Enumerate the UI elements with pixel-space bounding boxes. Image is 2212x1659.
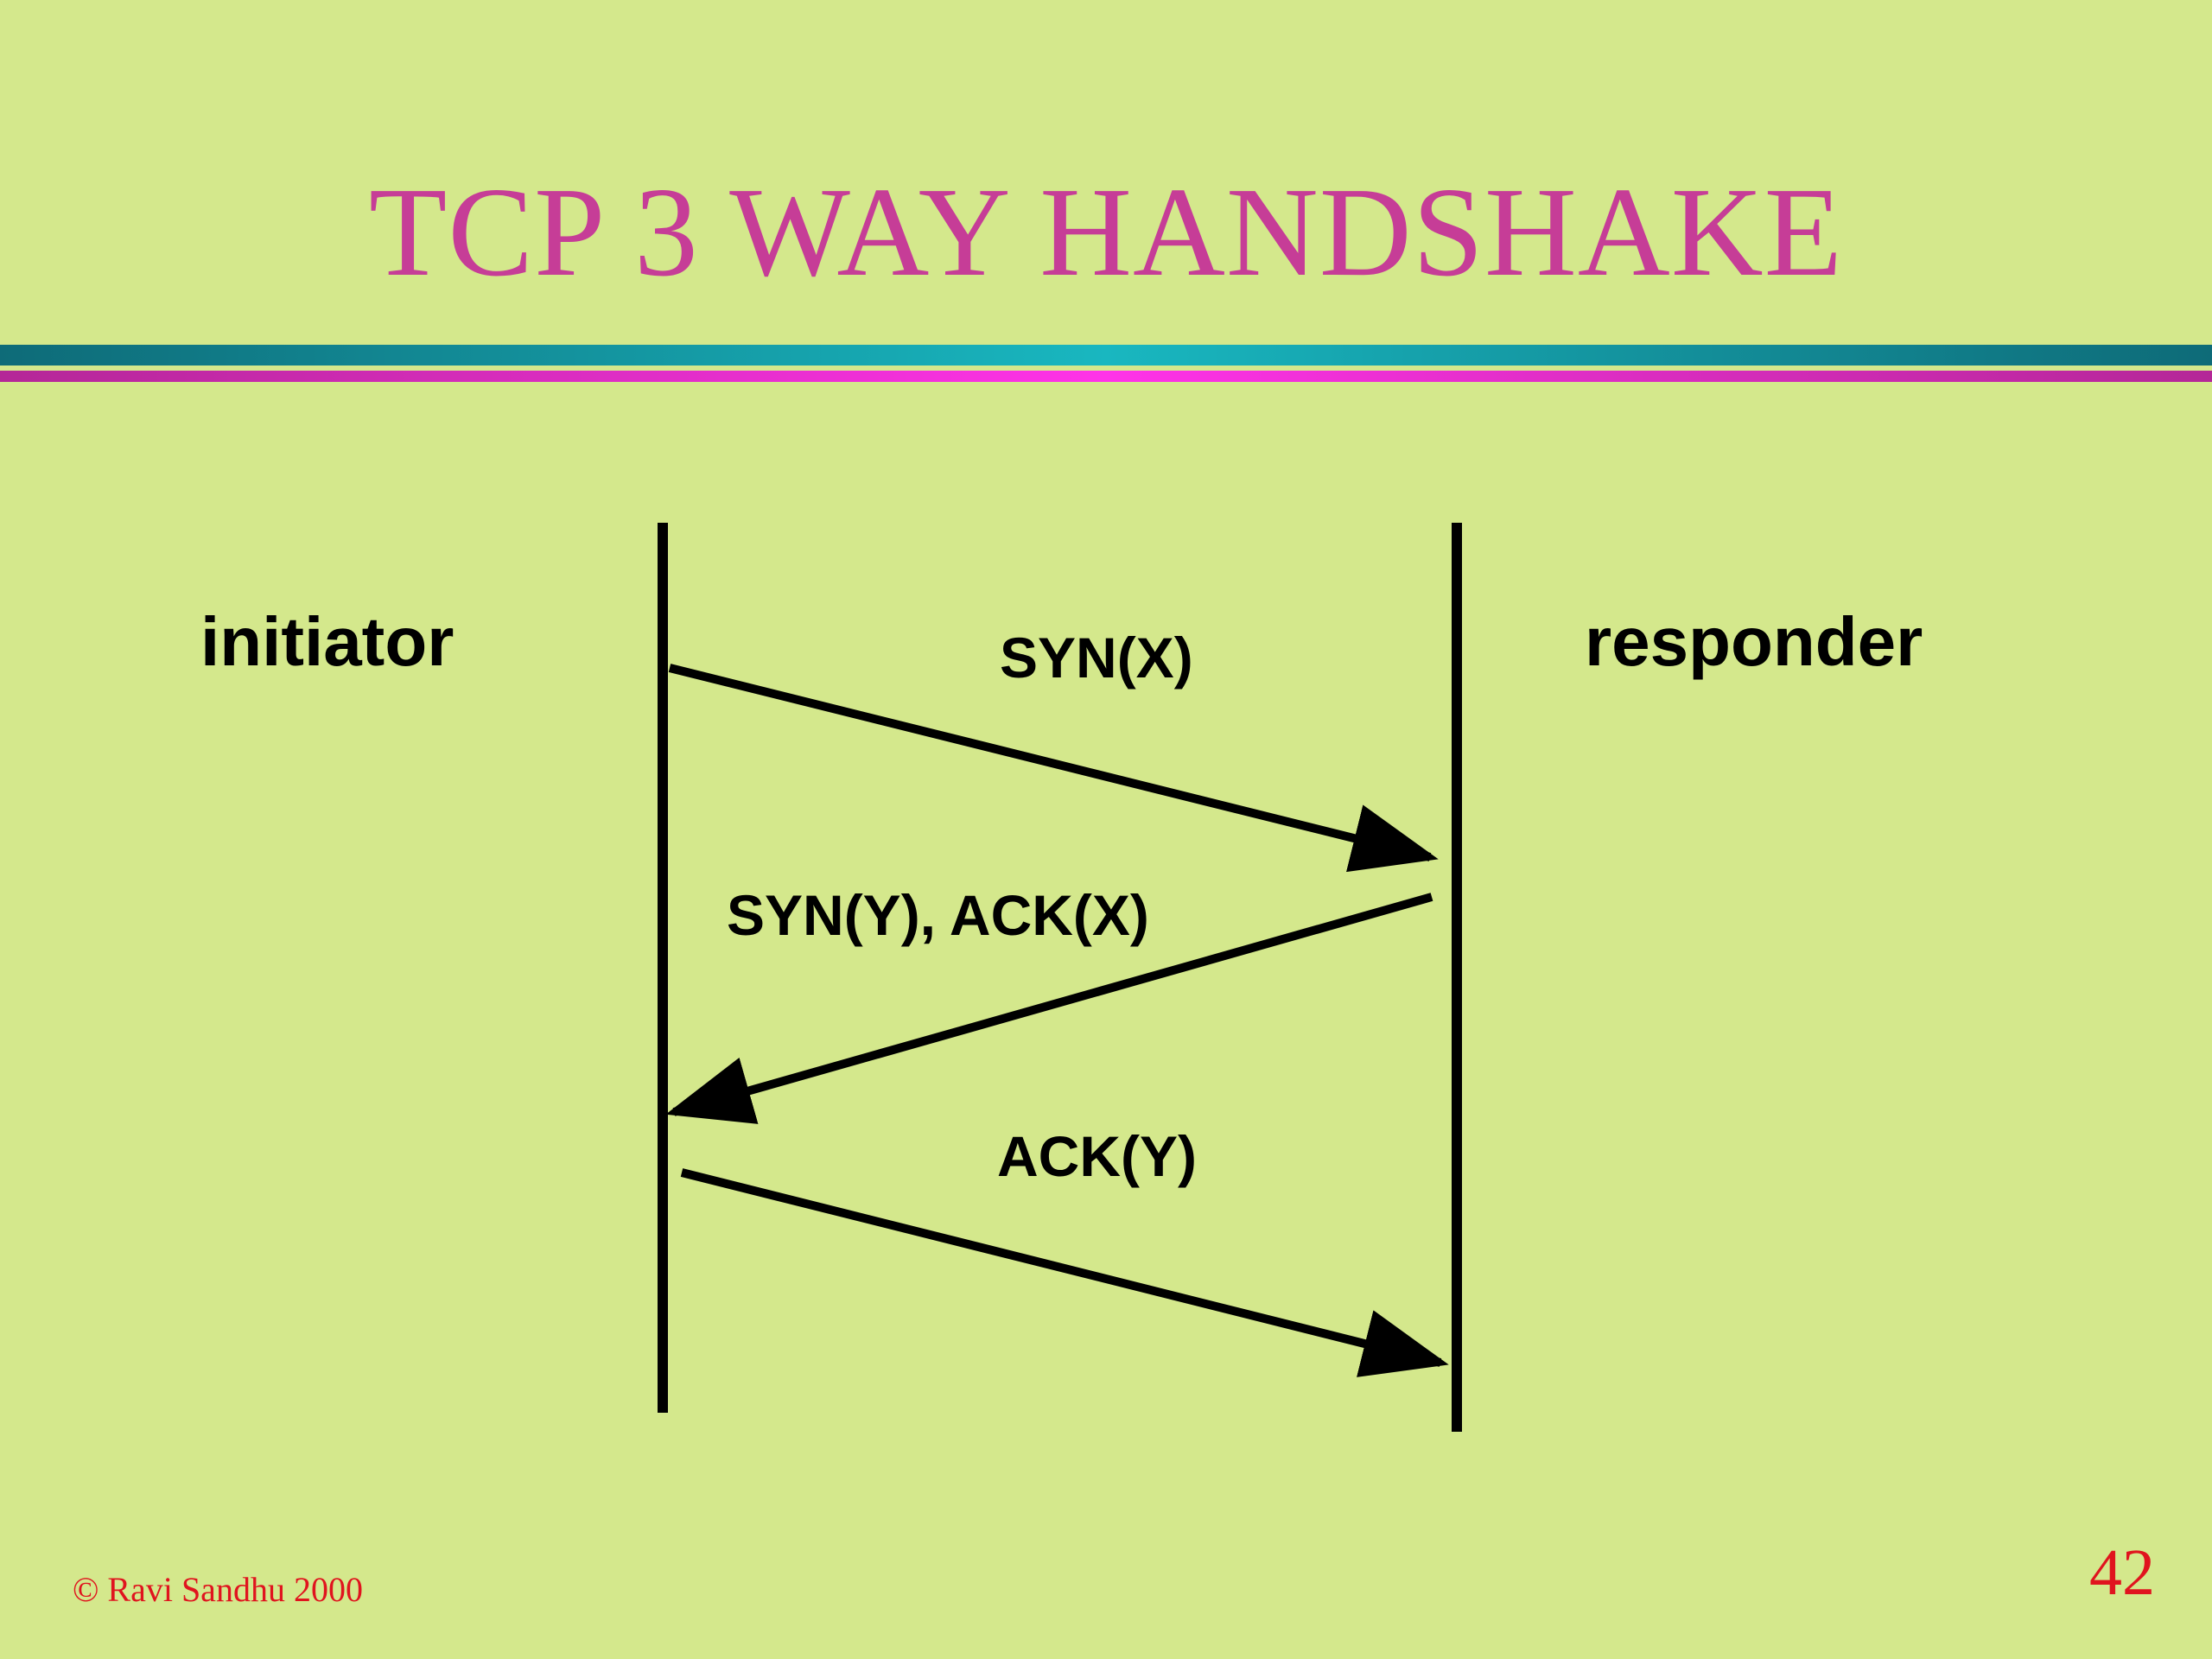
participant-label-responder: responder (1585, 603, 1923, 680)
syn-x-arrow (668, 664, 1439, 873)
syn-y-ack-x-arrow (665, 893, 1433, 1124)
participant-label-initiator: initiator (200, 603, 454, 680)
message-label-syn-x: SYN(X) (1000, 626, 1193, 690)
copyright-footer: © Ravi Sandhu 2000 (73, 1570, 363, 1609)
message-label-ack-y: ACK(Y) (997, 1124, 1197, 1188)
message-label-syn-y-ack-x: SYN(Y), ACK(X) (727, 883, 1149, 947)
slide-title: TCP 3 WAY HANDSHAKE (368, 162, 1844, 303)
ack-y-arrow (680, 1168, 1449, 1377)
title-rule-magenta (0, 371, 2212, 382)
title-rule-gap (0, 365, 2212, 371)
page-number: 42 (2089, 1536, 2155, 1609)
title-rule-teal (0, 345, 2212, 365)
